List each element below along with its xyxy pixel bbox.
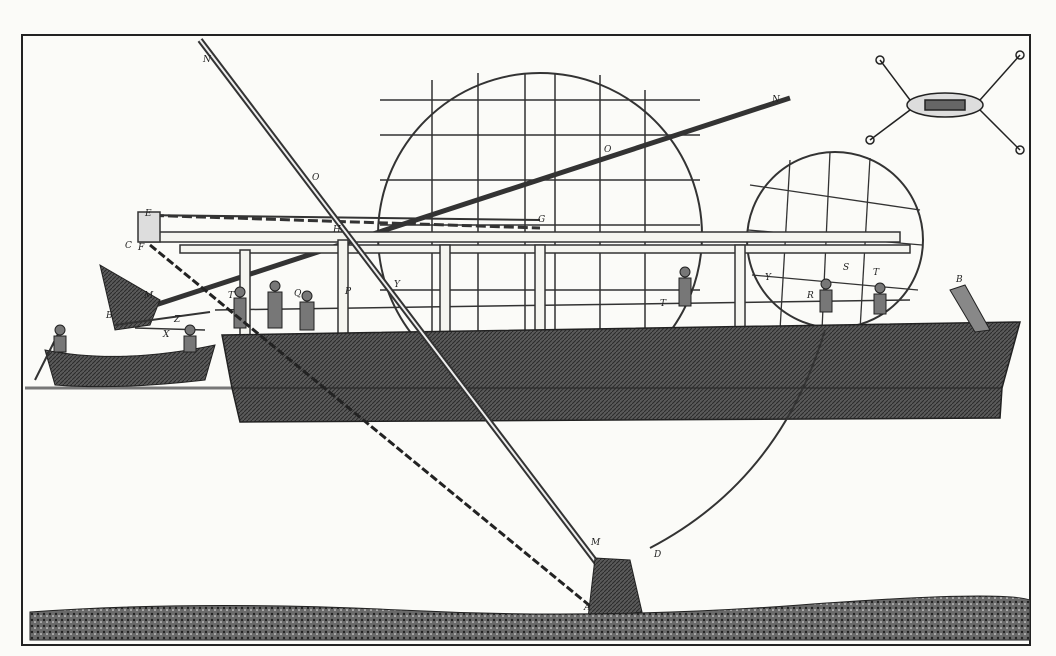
rowboat (44, 344, 216, 388)
label-m-bucket: M (143, 291, 154, 301)
label-n-boom: N (771, 95, 781, 105)
label-f: F (137, 243, 145, 253)
label-r: R (806, 291, 814, 301)
label-t-mid: T (660, 299, 667, 309)
label-a: A (583, 603, 591, 613)
large-treadwheel (377, 72, 703, 338)
label-b-bucket: B (105, 311, 113, 321)
haul-chain (149, 243, 596, 612)
label-o-pole: O (312, 173, 320, 183)
bucket-left (99, 263, 161, 331)
label-q: Q (294, 289, 302, 299)
dredge-spoon (587, 557, 643, 619)
label-t-left: T (228, 291, 235, 301)
frame-border (21, 34, 1031, 646)
label-c: C (125, 241, 132, 251)
label-h: H (332, 225, 341, 235)
barge-hull (221, 321, 1021, 423)
label-g: G (538, 215, 545, 225)
label-n-top: N (202, 55, 212, 65)
label-s: S (843, 263, 849, 273)
label-o-boom: O (604, 145, 612, 155)
label-t-right: T (873, 268, 880, 278)
rope (649, 329, 826, 549)
label-p: P (344, 287, 352, 297)
label-d: D (653, 550, 661, 560)
label-x: X (162, 330, 170, 340)
workers (53, 266, 887, 353)
label-b-stern: B (955, 275, 963, 285)
label-z: Z (173, 315, 181, 325)
label-m-spoon: M (590, 538, 601, 548)
label-y-right: Y (765, 273, 772, 283)
plan-view-inset (865, 50, 1025, 155)
boom-pole (139, 95, 791, 313)
label-y-left: Y (394, 280, 401, 290)
riverbed (29, 595, 1031, 641)
part-labels: N O N O E C F H G M B Z X T Q P Y T Y R … (105, 55, 963, 613)
label-e: E (144, 209, 152, 219)
